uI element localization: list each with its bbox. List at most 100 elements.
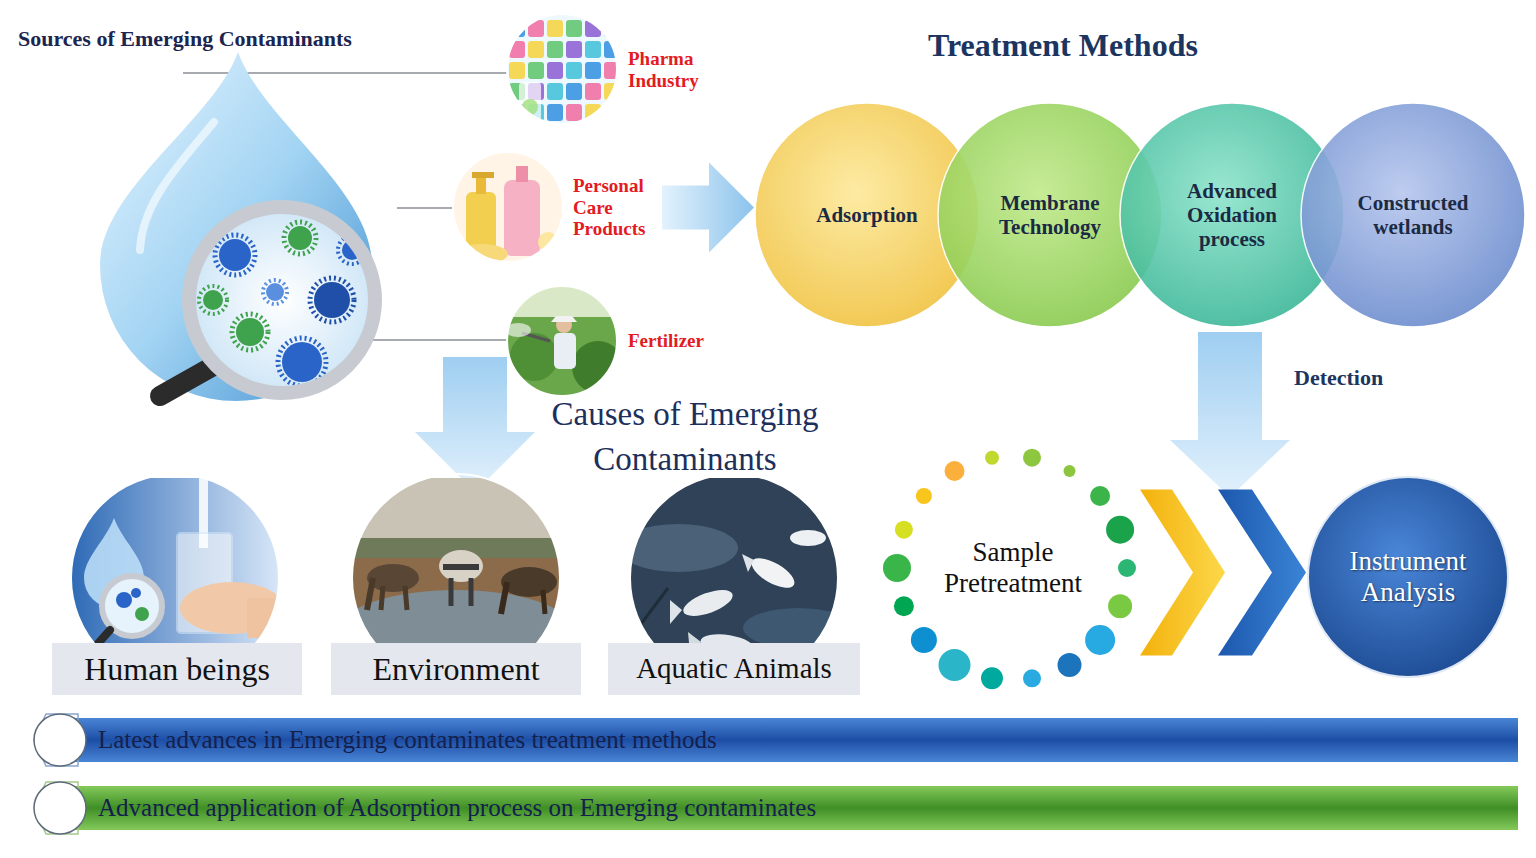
decor-circle: [282, 342, 322, 382]
node-label: Pharma Industry: [628, 12, 717, 127]
decor-circle: [1301, 103, 1525, 327]
decor-rect: [604, 20, 620, 37]
decor-rect: [476, 178, 486, 194]
decor-circle: [911, 627, 937, 653]
source-photo: Fertilizer: [506, 285, 716, 397]
node-label: Fertilizer: [628, 285, 728, 397]
node-label: Sample Pretreatment: [913, 448, 1113, 688]
source-photo: Pharma Industry: [505, 12, 715, 127]
decor-line: [405, 586, 407, 610]
summary-band: Advanced application of Adsorption proce…: [30, 780, 1520, 836]
decor-ellipse: [680, 585, 736, 622]
decor-rect: [604, 41, 620, 58]
decor-line: [638, 588, 668, 628]
decor-rect: [505, 12, 620, 127]
decor-ellipse: [790, 530, 826, 546]
decor-circle: [314, 282, 350, 318]
node-label: Environment: [331, 643, 581, 695]
decor-rect: [608, 643, 860, 695]
decor-circle: [985, 451, 999, 465]
decor-polygon: [742, 554, 754, 572]
decor-rect: [566, 104, 582, 121]
method-circle: Constructed wetlands: [1300, 102, 1526, 328]
decor-circle: [1106, 516, 1134, 544]
decor-rect: [452, 150, 567, 265]
decor-circle: [894, 596, 914, 616]
decor-rect: [331, 643, 581, 695]
decor-rect: [504, 180, 540, 256]
decor-circle: [507, 286, 617, 396]
decor-rect: [554, 333, 576, 369]
node-label: Constructed wetlands: [1336, 102, 1490, 328]
decor-ellipse: [743, 608, 853, 648]
decor-circle: [284, 222, 316, 254]
decor-line: [449, 578, 454, 606]
decor-rect: [566, 41, 582, 58]
decor-line: [381, 586, 383, 610]
decor-circle: [1085, 625, 1115, 655]
decor-circle: [263, 280, 287, 304]
arrow-shape: [662, 163, 754, 253]
source-photo: Personal Care Products: [452, 150, 662, 265]
decor-circle: [199, 286, 227, 314]
decor-rect: [72, 786, 1518, 830]
decor-circle: [232, 314, 268, 350]
arrow-shape: [1140, 490, 1225, 656]
decor-circle: [945, 461, 965, 481]
decor-ellipse: [367, 564, 419, 592]
decor-circle: [338, 236, 366, 264]
decor-line: [543, 590, 545, 614]
node-label: Membrane Technology: [973, 102, 1127, 328]
decor-ellipse: [747, 552, 799, 593]
decor-rect: [566, 62, 582, 79]
decor-rect: [585, 62, 601, 79]
decor-rect: [547, 104, 563, 121]
decor-rect: [547, 83, 563, 100]
decor-circle: [131, 588, 141, 598]
section-heading: Causes of Emerging Contaminants: [520, 392, 850, 481]
node-shape: [452, 150, 662, 265]
decor-circle: [135, 607, 149, 621]
decor-rect: [547, 41, 563, 58]
decor-rect: [528, 41, 544, 58]
impact-photo: Aquatic Animals: [608, 478, 860, 695]
decor-g: [452, 150, 567, 265]
node-label: Instrument Analysis: [1316, 475, 1500, 679]
decor-g: [505, 285, 624, 400]
decor-rect: [509, 20, 525, 37]
summary-band: Latest advances in Emerging contaminates…: [30, 712, 1520, 768]
decor-circle: [895, 521, 913, 539]
decor-g: [331, 478, 581, 698]
decor-rect: [472, 172, 494, 178]
decor-circle: [203, 290, 223, 310]
decor-circle: [453, 152, 563, 262]
decor-circle: [310, 278, 354, 322]
section-heading: Detection: [1294, 363, 1383, 393]
decor-circle: [1058, 653, 1082, 677]
decor-rect: [566, 83, 582, 100]
node-label: Latest advances in Emerging contaminates…: [98, 717, 1498, 763]
decor-circle: [1108, 594, 1132, 618]
decor-circle: [236, 318, 264, 346]
decor-rect: [519, 82, 541, 122]
decor-g: [52, 478, 307, 698]
magnifier-lens: [189, 207, 375, 393]
decor-g: [608, 478, 860, 698]
decor-rect: [566, 20, 582, 37]
decor-circle: [288, 226, 312, 250]
node-label: Human beings: [52, 643, 302, 695]
decor-rect: [585, 41, 601, 58]
decor-line: [367, 578, 373, 610]
node-label: Advanced application of Adsorption proce…: [98, 785, 1498, 831]
decor-circle: [215, 235, 255, 275]
decor-circle: [883, 554, 911, 582]
decor-path: [551, 316, 577, 322]
decor-rect: [528, 20, 544, 37]
decor-rect: [604, 104, 620, 121]
decor-rect: [547, 20, 563, 37]
decor-rect: [443, 564, 479, 570]
impact-photo: Environment: [331, 478, 581, 695]
decor-ellipse: [439, 550, 483, 582]
decor-circle: [916, 488, 932, 504]
